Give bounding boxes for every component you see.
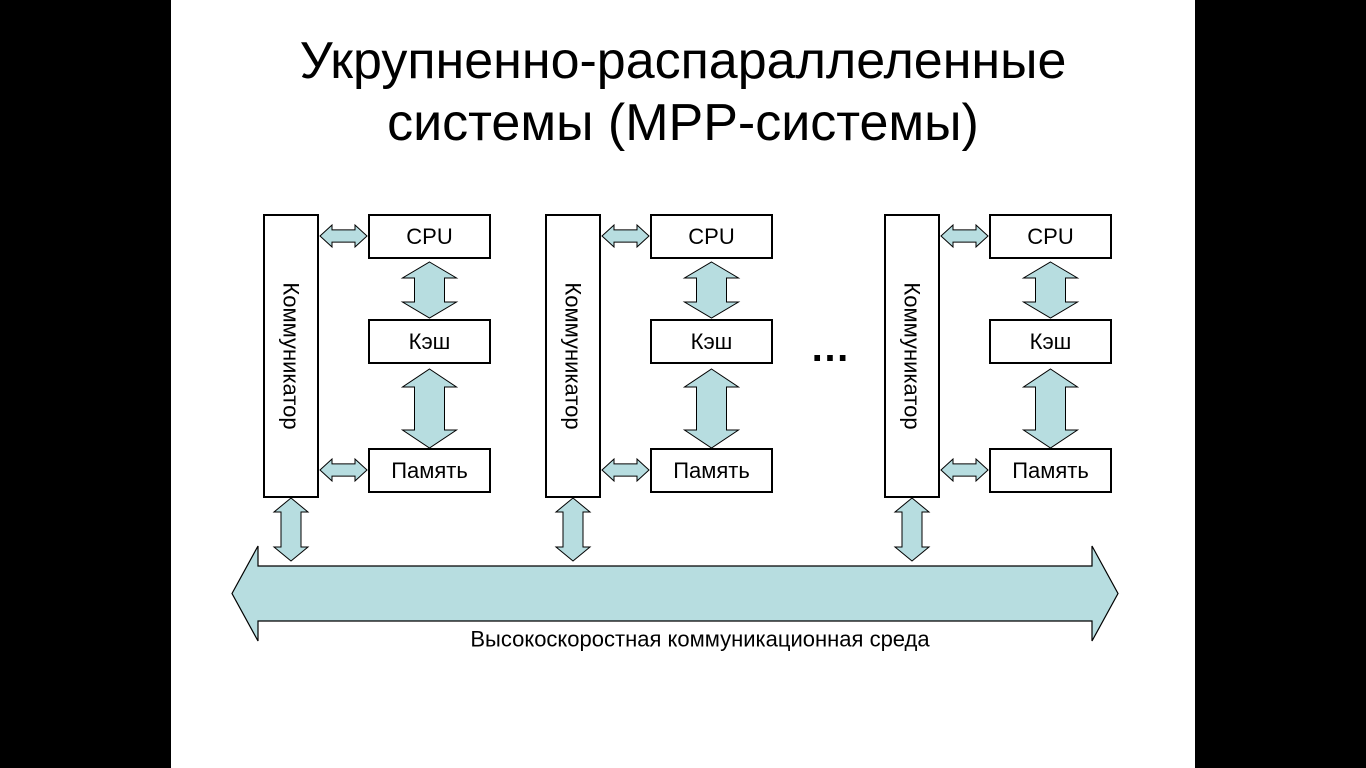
memory-box — [989, 448, 1112, 493]
communicator-box — [884, 214, 940, 498]
cache-box — [989, 319, 1112, 364]
cache-label: Кэш — [1030, 329, 1072, 354]
communicator-box — [263, 214, 319, 498]
cache-memory-arrow — [400, 368, 459, 449]
cache-memory-arrow — [682, 368, 741, 449]
cache-label: Кэш — [409, 329, 451, 354]
comm-memory-arrow — [319, 457, 368, 483]
cpu-label: CPU — [688, 224, 734, 249]
cpu-label: CPU — [1027, 224, 1073, 249]
memory-label: Память — [391, 458, 468, 483]
cache-box — [368, 319, 491, 364]
memory-box — [650, 448, 773, 493]
comm-bus-arrow — [893, 497, 931, 562]
memory-box — [368, 448, 491, 493]
title-line-1: Укрупненно-распараллеленные — [299, 32, 1067, 90]
cpu-box — [650, 214, 773, 259]
title-line-2: системы (MPP-системы) — [387, 94, 979, 152]
communicator-box — [545, 214, 601, 498]
bus-label: Высокоскоростная коммуникационная среда — [470, 627, 930, 652]
cache-label: Кэш — [691, 329, 733, 354]
slide — [171, 0, 1195, 768]
bus-arrow — [231, 545, 1119, 642]
communicator-label: Коммуникатор — [900, 282, 925, 429]
comm-bus-arrow — [272, 497, 310, 562]
comm-cpu-arrow — [601, 223, 650, 249]
cpu-box — [368, 214, 491, 259]
comm-cpu-arrow — [940, 223, 989, 249]
cpu-label: CPU — [406, 224, 452, 249]
memory-label: Память — [673, 458, 750, 483]
cpu-cache-arrow — [682, 261, 741, 319]
comm-memory-arrow — [940, 457, 989, 483]
comm-bus-arrow — [554, 497, 592, 562]
communicator-label: Коммуникатор — [279, 282, 304, 429]
memory-label: Память — [1012, 458, 1089, 483]
ellipsis: … — [810, 326, 850, 370]
cache-box — [650, 319, 773, 364]
communicator-label: Коммуникатор — [561, 282, 586, 429]
comm-cpu-arrow — [319, 223, 368, 249]
cpu-cache-arrow — [1021, 261, 1080, 319]
cpu-box — [989, 214, 1112, 259]
comm-memory-arrow — [601, 457, 650, 483]
cache-memory-arrow — [1021, 368, 1080, 449]
slide-title: Укрупненно-распараллеленные системы (MPP… — [171, 30, 1195, 154]
cpu-cache-arrow — [400, 261, 459, 319]
